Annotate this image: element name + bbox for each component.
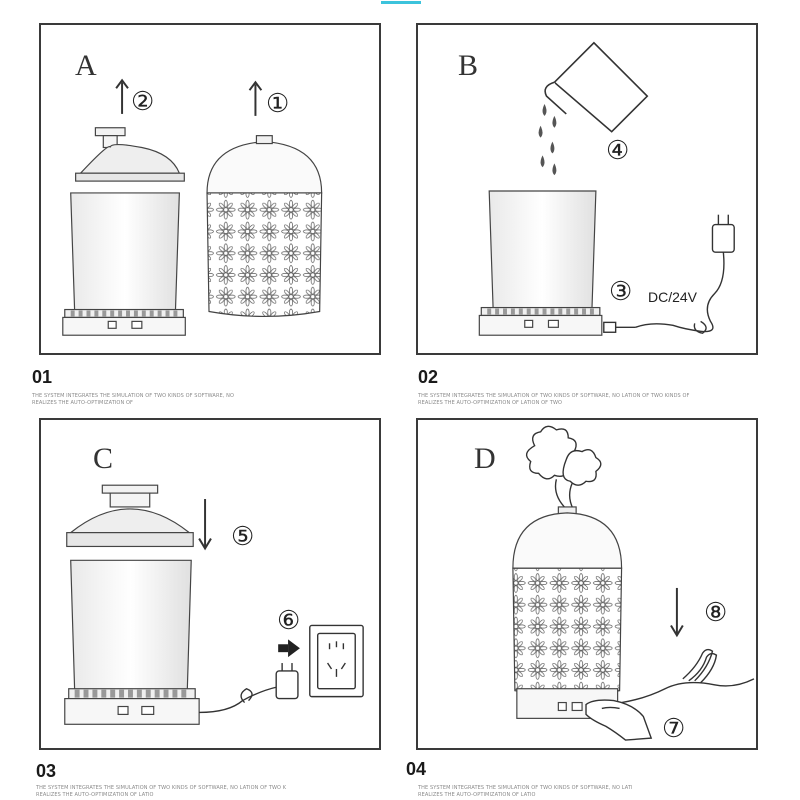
arrow-down-icon [198,499,212,551]
panel-letter: D [474,442,496,475]
panel-letter: B [458,49,479,82]
caption-text: REALIZES THE AUTO-OPTIMIZATION OF LATIO [418,792,536,798]
panel-d: D ⑧ ⑦ [416,418,758,750]
power-adapter-icon [275,663,299,700]
step-number: ⑤ [231,522,255,551]
mist-cloud-icon [525,425,602,533]
diffuser-lid [66,484,194,548]
arrow-right-icon [278,639,300,658]
wall-socket-icon [309,624,364,698]
arrow-up-icon [248,80,263,116]
panel-b-illustration [478,41,735,336]
voltage-label: DC/24V [648,289,698,305]
top-accent-bar [381,1,421,4]
water-tank [70,559,192,692]
step-number: ③ [609,277,633,306]
panel-letter: C [93,442,114,475]
diffuser-base [62,308,186,336]
caption-number: 02 [418,367,439,387]
caption-text: THE SYSTEM INTEGRATES THE SIMULATION OF … [418,393,690,399]
caption-text: REALIZES THE AUTO-OPTIMIZATION OF LATION… [418,400,563,406]
arrow-up-icon [115,78,129,114]
caption-text: REALIZES THE AUTO-OPTIMIZATION OF [32,400,134,406]
panel-c: C ⑤ ⑥ [39,418,381,750]
diffuser-lid [75,127,185,182]
diffuser-base [64,688,200,725]
panel-a-illustration [62,78,323,336]
step-number: ⑧ [704,598,728,627]
power-cable [621,648,755,704]
diffuser-base [478,306,603,336]
panel-b: B ④ ③ DC/24V [416,23,758,355]
water-drop-icon [538,104,557,176]
step-number: ② [131,87,155,116]
caption-number: 01 [32,367,53,387]
step-number: ⑥ [277,606,301,635]
step-number: ⑦ [662,714,686,743]
arrow-down-icon [670,587,684,638]
power-cable [199,686,279,714]
step-number: ① [266,89,290,118]
power-adapter-icon [603,214,735,334]
caption-text: REALIZES THE AUTO-OPTIMIZATION OF LATIO [36,792,154,798]
step-number: ④ [606,136,630,165]
finger-pointer-icon [585,699,653,741]
water-tank [488,190,597,311]
caption-text: THE SYSTEM INTEGRATES THE SIMULATION OF … [418,785,633,791]
metal-cover [206,135,323,317]
caption-text: THE SYSTEM INTEGRATES THE SIMULATION OF … [36,785,287,791]
panel-a: A ② ① [39,23,381,355]
panel-c-illustration [64,484,364,725]
caption-number: 03 [36,761,57,781]
panel-d-illustration [512,425,755,741]
water-tank [70,192,180,313]
metal-cover [512,506,623,719]
panel-letter: A [75,49,97,82]
pouring-cup-icon [544,41,649,133]
caption-number: 04 [406,759,427,779]
caption-text: THE SYSTEM INTEGRATES THE SIMULATION OF … [32,393,235,399]
